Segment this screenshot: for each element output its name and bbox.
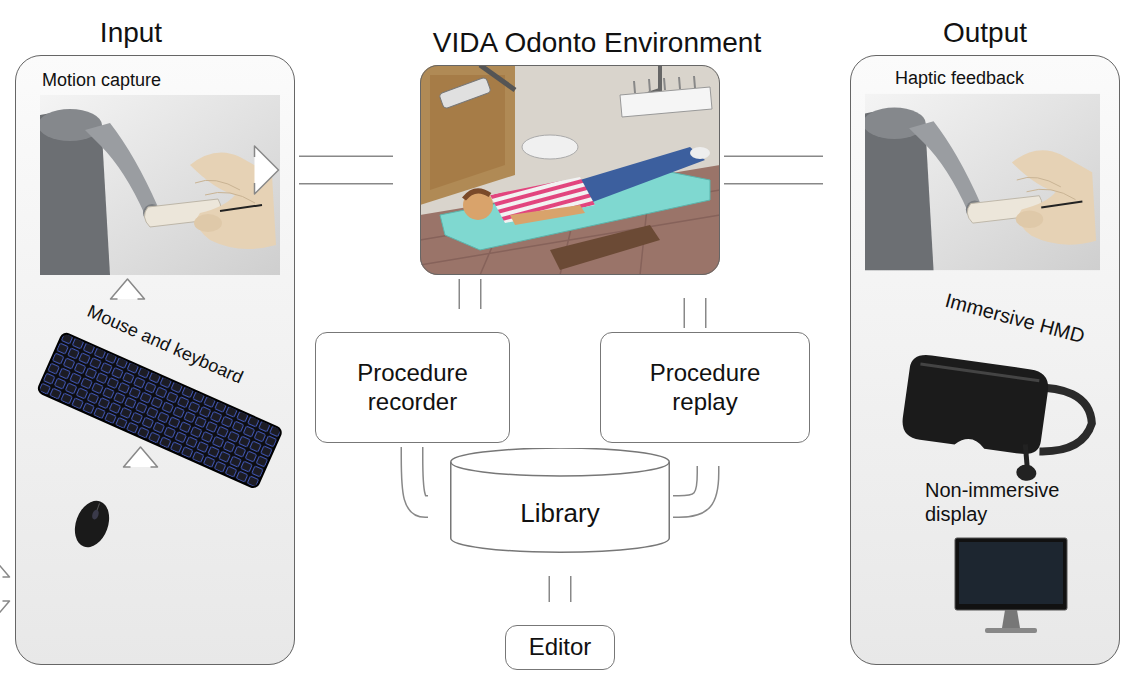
box-label: Editor xyxy=(529,633,592,662)
output-panel-ground-part xyxy=(850,55,1120,665)
monitor-icon-part xyxy=(985,628,1037,633)
output-panel-ground xyxy=(850,55,1120,665)
section-heading: Output xyxy=(943,16,1027,50)
arrow-fill xyxy=(685,298,705,328)
keyboard-icon-part xyxy=(37,332,283,489)
monitor-icon-part xyxy=(1002,610,1020,628)
arrow-fill xyxy=(412,447,428,507)
device-label: Mouse and keyboard xyxy=(84,301,246,389)
library-cylinder: Library xyxy=(450,448,670,553)
mouse-icon xyxy=(69,496,115,552)
dental-scene-part-part xyxy=(464,191,490,199)
flow-arrow xyxy=(0,447,428,524)
flow-arrow xyxy=(111,279,696,328)
dental-scene xyxy=(420,65,720,275)
dental-scene-part-part xyxy=(420,65,515,205)
device-label: Motion capture xyxy=(42,70,161,92)
haptic-device-photo xyxy=(863,94,1100,270)
box-label: Procedure recorder xyxy=(333,359,493,417)
cylinder-body xyxy=(451,448,670,552)
section-heading: VIDA Odonto Environment xyxy=(433,26,761,60)
io-panel: Output xyxy=(850,55,1120,665)
arrow-fill xyxy=(550,576,570,602)
dental-scene-part xyxy=(420,65,720,275)
dental-scene-part-part xyxy=(420,165,720,275)
arrow-outline xyxy=(684,298,707,328)
monitor-icon-part xyxy=(959,542,1063,604)
mouse-icon-part xyxy=(69,496,115,552)
device-label: Non-immersive display xyxy=(925,478,1095,526)
hmd-icon-part xyxy=(920,364,1039,381)
device-label: Immersive HMD xyxy=(943,288,1088,348)
box-label: Procedure replay xyxy=(625,359,785,417)
section-heading: Input xyxy=(100,16,162,50)
arrow-head xyxy=(255,146,279,194)
cylinder-rim xyxy=(451,462,670,476)
hmd-icon-part xyxy=(900,353,1050,457)
arrow-head xyxy=(0,557,10,577)
dental-scene-part-part xyxy=(522,135,578,159)
arrow-outline xyxy=(412,447,428,507)
haptic-device-photo-part xyxy=(863,94,1100,270)
dental-scene-part-part xyxy=(430,75,505,190)
arrow-outline xyxy=(673,466,708,507)
arrow-head xyxy=(124,447,158,467)
monitor-icon xyxy=(955,538,1067,633)
arrow-outline xyxy=(299,156,393,185)
dental-scene-part-part xyxy=(440,170,710,250)
flow-arrow xyxy=(255,146,824,194)
arrow-fill xyxy=(299,157,393,183)
arrow-fill xyxy=(460,279,480,309)
dental-scene-part-part xyxy=(620,87,712,117)
hmd-icon-part xyxy=(1022,444,1030,466)
process-box: Procedure replay xyxy=(600,332,810,443)
input-panel-ground xyxy=(15,55,295,665)
box-label: Library xyxy=(520,498,599,529)
dental-scene-part-part xyxy=(690,147,710,159)
input-panel-ground-part xyxy=(15,55,295,665)
flow-arrow xyxy=(0,146,393,194)
mouse-icon-part xyxy=(91,509,100,520)
dental-scene-part-part xyxy=(420,65,720,275)
dental-scene-part-part xyxy=(463,190,493,220)
arrow-outline xyxy=(459,279,482,309)
arrow-fill xyxy=(724,157,823,183)
arrow-head xyxy=(111,279,145,299)
dental-scene-part-part xyxy=(550,225,660,270)
keyboard-icon xyxy=(37,332,283,489)
arrow-head xyxy=(0,601,10,621)
dental-scene-part-part xyxy=(634,76,695,93)
arrow-fill xyxy=(673,466,708,507)
monitor-icon-part xyxy=(955,538,1067,610)
process-box: Editor xyxy=(505,625,615,670)
environment-view: VIDA Odonto Environment xyxy=(420,65,720,275)
flow-arrow xyxy=(0,279,470,328)
dental-scene-part-part xyxy=(439,77,491,109)
arrow-outline xyxy=(549,576,572,602)
arrow-outline xyxy=(724,156,823,185)
flow-arrow xyxy=(0,557,560,621)
dental-scene-part-part xyxy=(510,205,585,225)
dental-scene-part-part xyxy=(570,147,705,203)
device-label: Haptic feedback xyxy=(895,68,1024,90)
haptic-device-photo-part xyxy=(38,95,280,275)
hmd-icon xyxy=(896,353,1098,489)
process-box: Procedure recorder xyxy=(315,332,510,443)
io-panel: Input xyxy=(15,55,295,665)
haptic-device-photo xyxy=(38,95,280,275)
